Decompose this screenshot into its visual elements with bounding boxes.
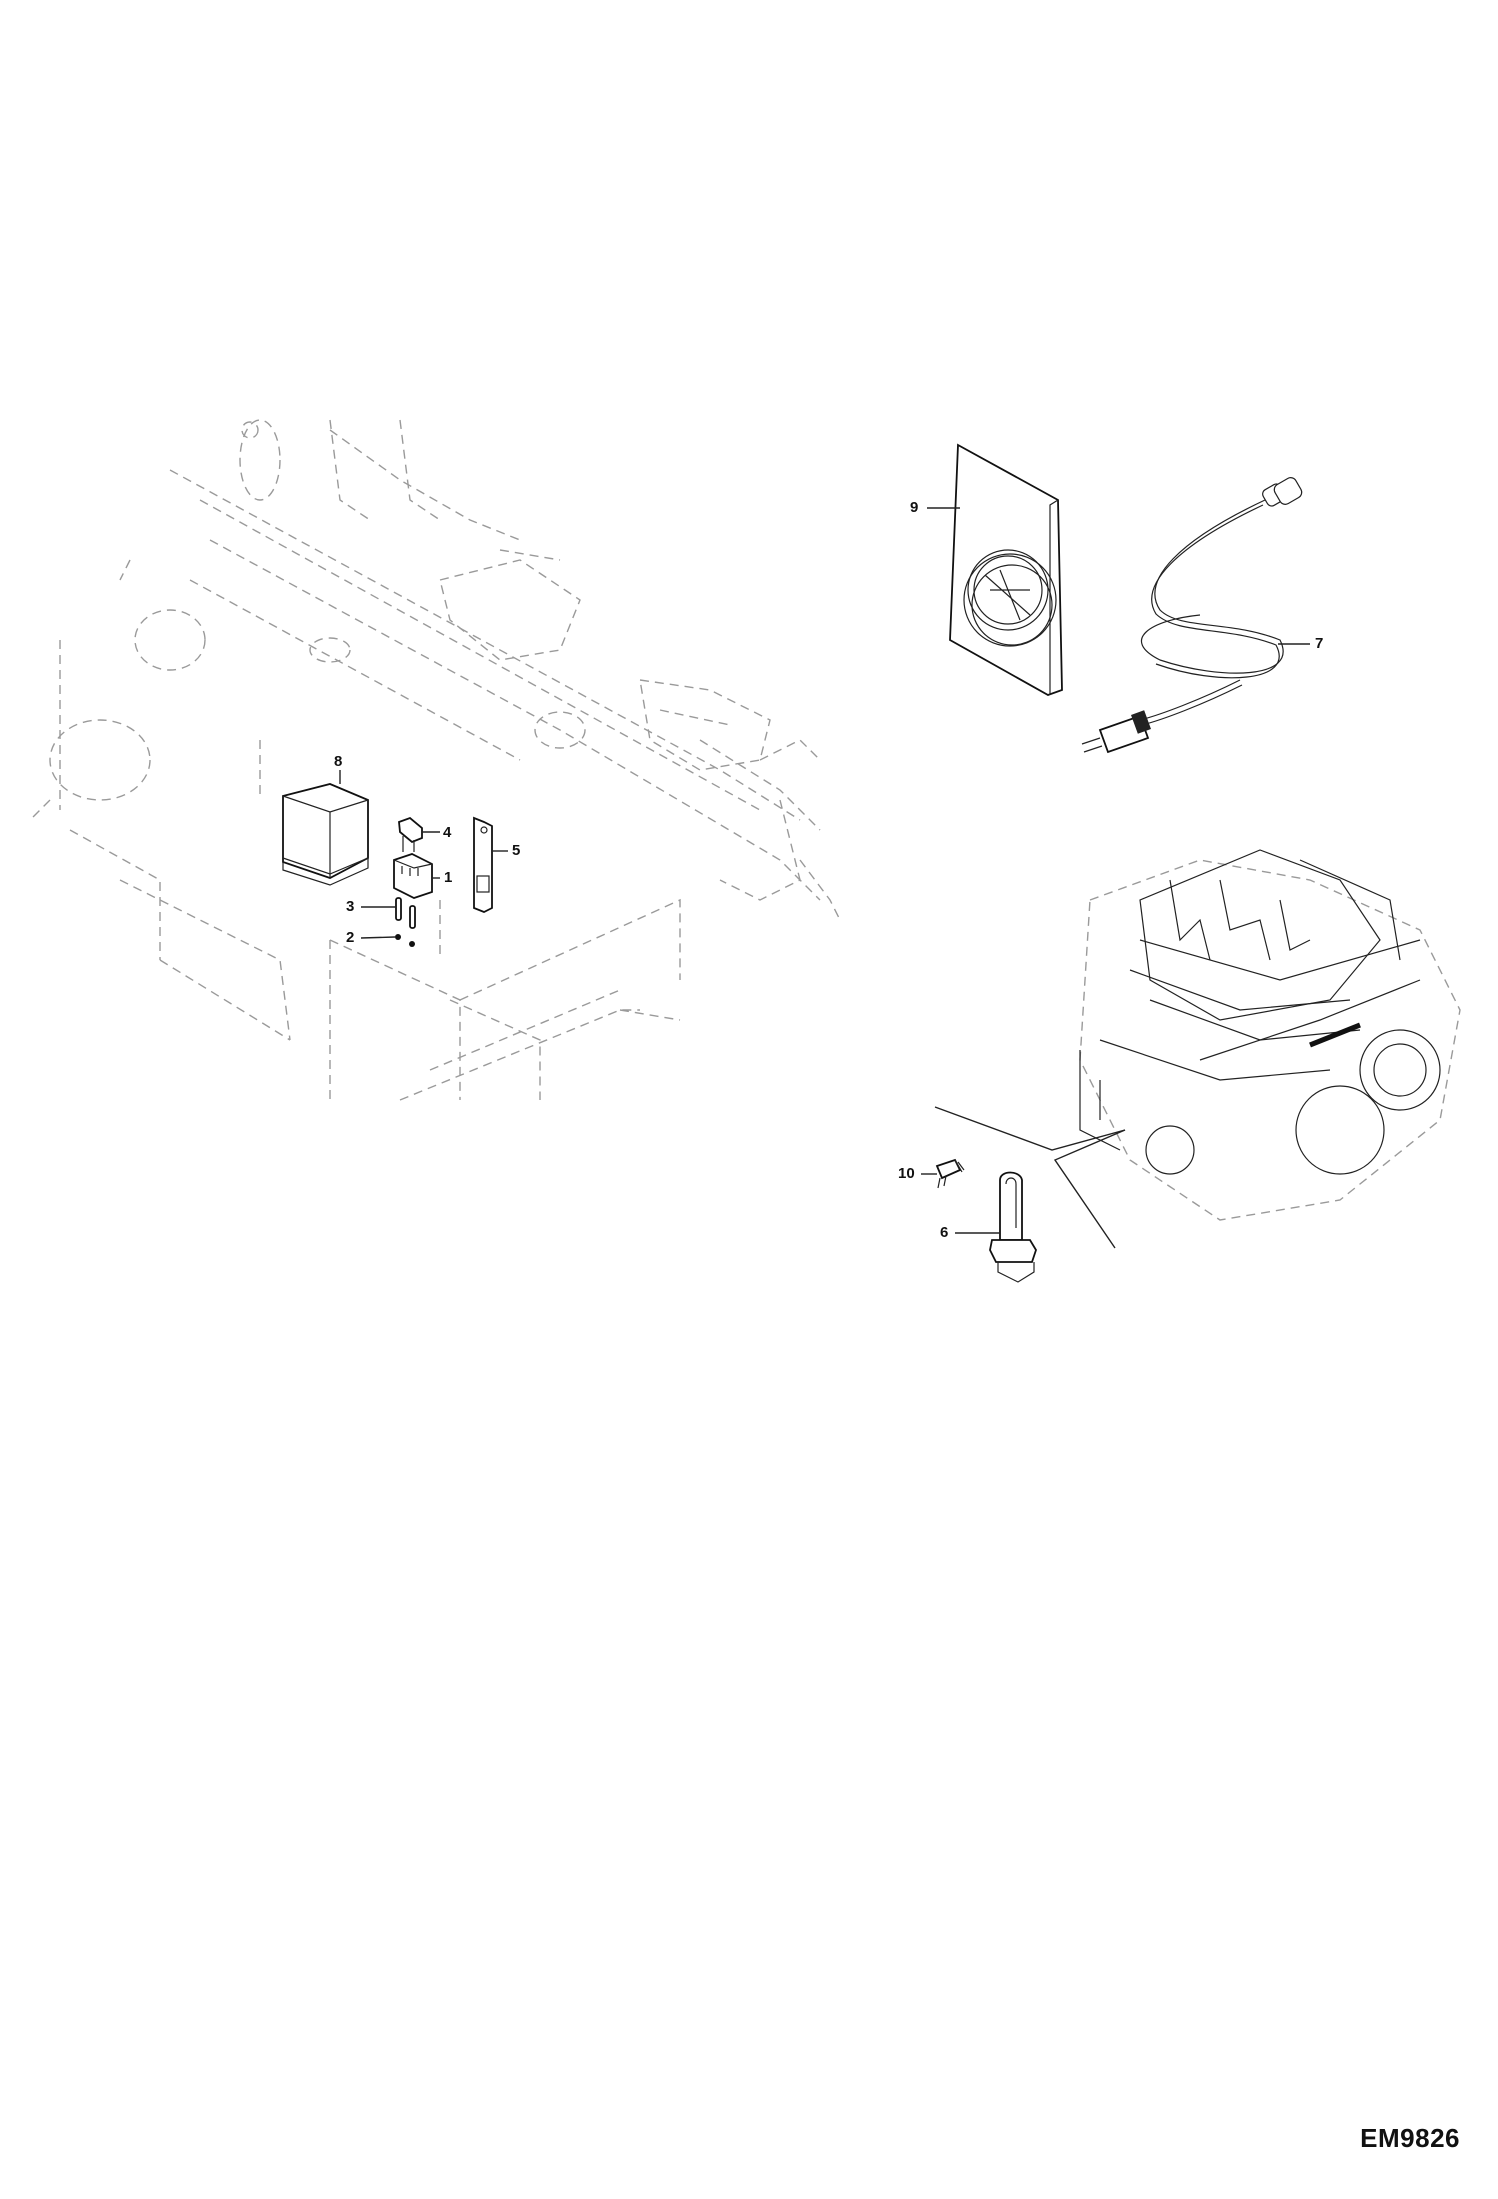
callout-3: 3 (346, 898, 355, 915)
callout-2: 2 (346, 929, 355, 946)
callout-8: 8 (334, 753, 343, 770)
callout-5: 5 (512, 842, 521, 859)
detail-pointer-upper (934, 1106, 1126, 1151)
callout-10: 10 (898, 1165, 915, 1182)
figure-code: EM9826 (1360, 2123, 1460, 2153)
callout-6: 6 (940, 1224, 949, 1241)
leader-2 (360, 936, 396, 939)
callout-7: 7 (1315, 635, 1324, 652)
callout-4: 4 (443, 824, 452, 841)
callout-1: 1 (444, 869, 453, 886)
heater-fan-drawing (949, 443, 1063, 696)
machine-frame-outline (29, 419, 841, 1101)
plug-fitting-drawing (935, 1158, 965, 1189)
detail-pointer-lower (1053, 1129, 1126, 1249)
fuse-drawing (398, 816, 423, 852)
control-box-drawing (282, 783, 369, 886)
power-cable-drawing (1081, 477, 1303, 754)
heating-element-drawing (989, 1171, 1037, 1283)
mounting-bracket-drawing (473, 816, 493, 913)
engine-drawing (1079, 849, 1461, 1221)
screws-and-nuts-drawing (395, 897, 416, 947)
relay-socket-drawing (393, 853, 433, 899)
callout-9: 9 (910, 499, 919, 516)
